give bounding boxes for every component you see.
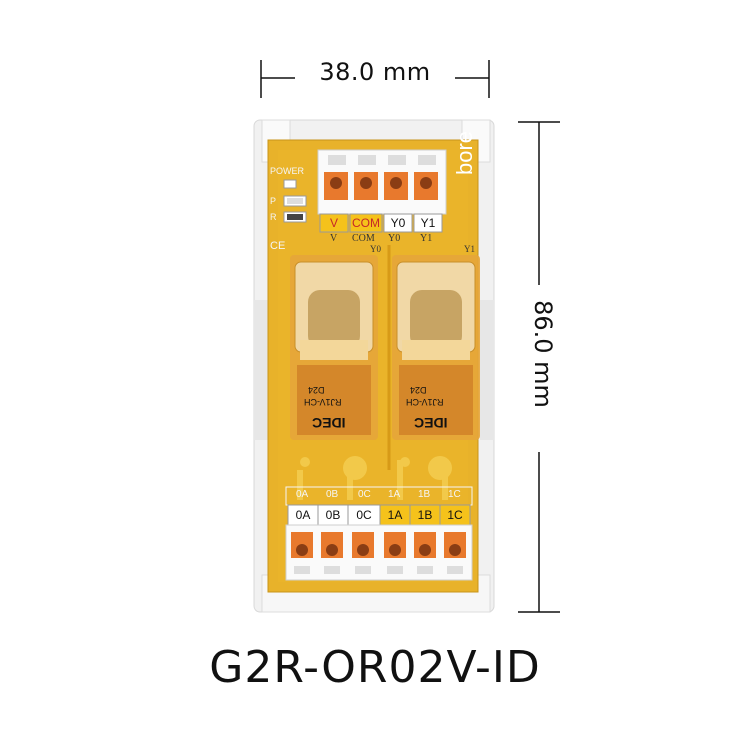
bottom-terminal[interactable] xyxy=(352,532,374,558)
bottom-terminal[interactable] xyxy=(321,532,343,558)
indicator-label-p: P xyxy=(270,196,277,206)
bottom-terminal[interactable] xyxy=(444,532,466,558)
top-terminal-label-y0: Y0 xyxy=(390,216,406,230)
indicator-label-r: R xyxy=(270,212,277,222)
relay-left-model: RJ1V-CH xyxy=(304,397,342,407)
bottom-terminal-label-1c: 1C xyxy=(447,508,463,522)
height-dimension-label: 86.0 mm xyxy=(529,300,557,408)
bottom-terminal-block xyxy=(285,486,473,581)
relay-right-model: RJ1V-CH xyxy=(406,397,444,407)
bottom-terminal-label-0c: 0C xyxy=(356,508,372,522)
top-terminal-label-v: V xyxy=(329,216,338,230)
top-silk-y1: Y1 xyxy=(420,233,433,244)
bottom-silk-0a: 0A xyxy=(296,489,309,500)
bottom-terminal-label-0b: 0B xyxy=(325,508,341,522)
bottom-silk-1b: 1B xyxy=(418,489,431,500)
top-silk-v: V xyxy=(330,233,338,244)
bottom-terminal-label-0a: 0A xyxy=(295,508,311,522)
top-terminal-block xyxy=(317,149,447,233)
top-terminal-label-y1: Y1 xyxy=(420,216,436,230)
top-silk-y0: Y0 xyxy=(388,233,401,244)
relay-left-coil: D24 xyxy=(308,385,325,395)
top-terminal[interactable] xyxy=(354,172,378,200)
relay-silk-y0: Y0 xyxy=(370,244,381,254)
bottom-silk-1a: 1A xyxy=(388,489,401,500)
brand-logo: bore xyxy=(452,130,477,175)
relay-right xyxy=(392,255,480,440)
bottom-terminal-label-1a: 1A xyxy=(387,508,403,522)
bottom-silk-0c: 0C xyxy=(358,489,371,500)
bottom-silk-0b: 0B xyxy=(326,489,339,500)
top-silk-com: COM xyxy=(352,233,375,244)
model-name: G2R-OR02V-ID xyxy=(209,642,541,693)
bottom-terminal[interactable] xyxy=(384,532,406,558)
led-indicators xyxy=(283,179,307,223)
relay-right-brand: IDEC xyxy=(414,415,448,431)
bottom-terminal[interactable] xyxy=(414,532,436,558)
bottom-silk-1c: 1C xyxy=(448,489,461,500)
relay-silk-y1: Y1 xyxy=(464,244,475,254)
width-dimension-label: 38.0 mm xyxy=(319,58,431,86)
bottom-terminal[interactable] xyxy=(291,532,313,558)
relay-left-brand: IDEC xyxy=(312,415,346,431)
relay-left xyxy=(290,255,378,440)
ce-mark: CE xyxy=(270,240,286,252)
top-terminal[interactable] xyxy=(324,172,348,200)
top-terminal[interactable] xyxy=(384,172,408,200)
relay-right-coil: D24 xyxy=(410,385,427,395)
top-terminal-label-com: COM xyxy=(352,216,380,230)
bottom-terminal-label-1b: 1B xyxy=(417,508,433,522)
top-terminal[interactable] xyxy=(414,172,438,200)
indicator-label-power: POWER xyxy=(270,166,305,176)
